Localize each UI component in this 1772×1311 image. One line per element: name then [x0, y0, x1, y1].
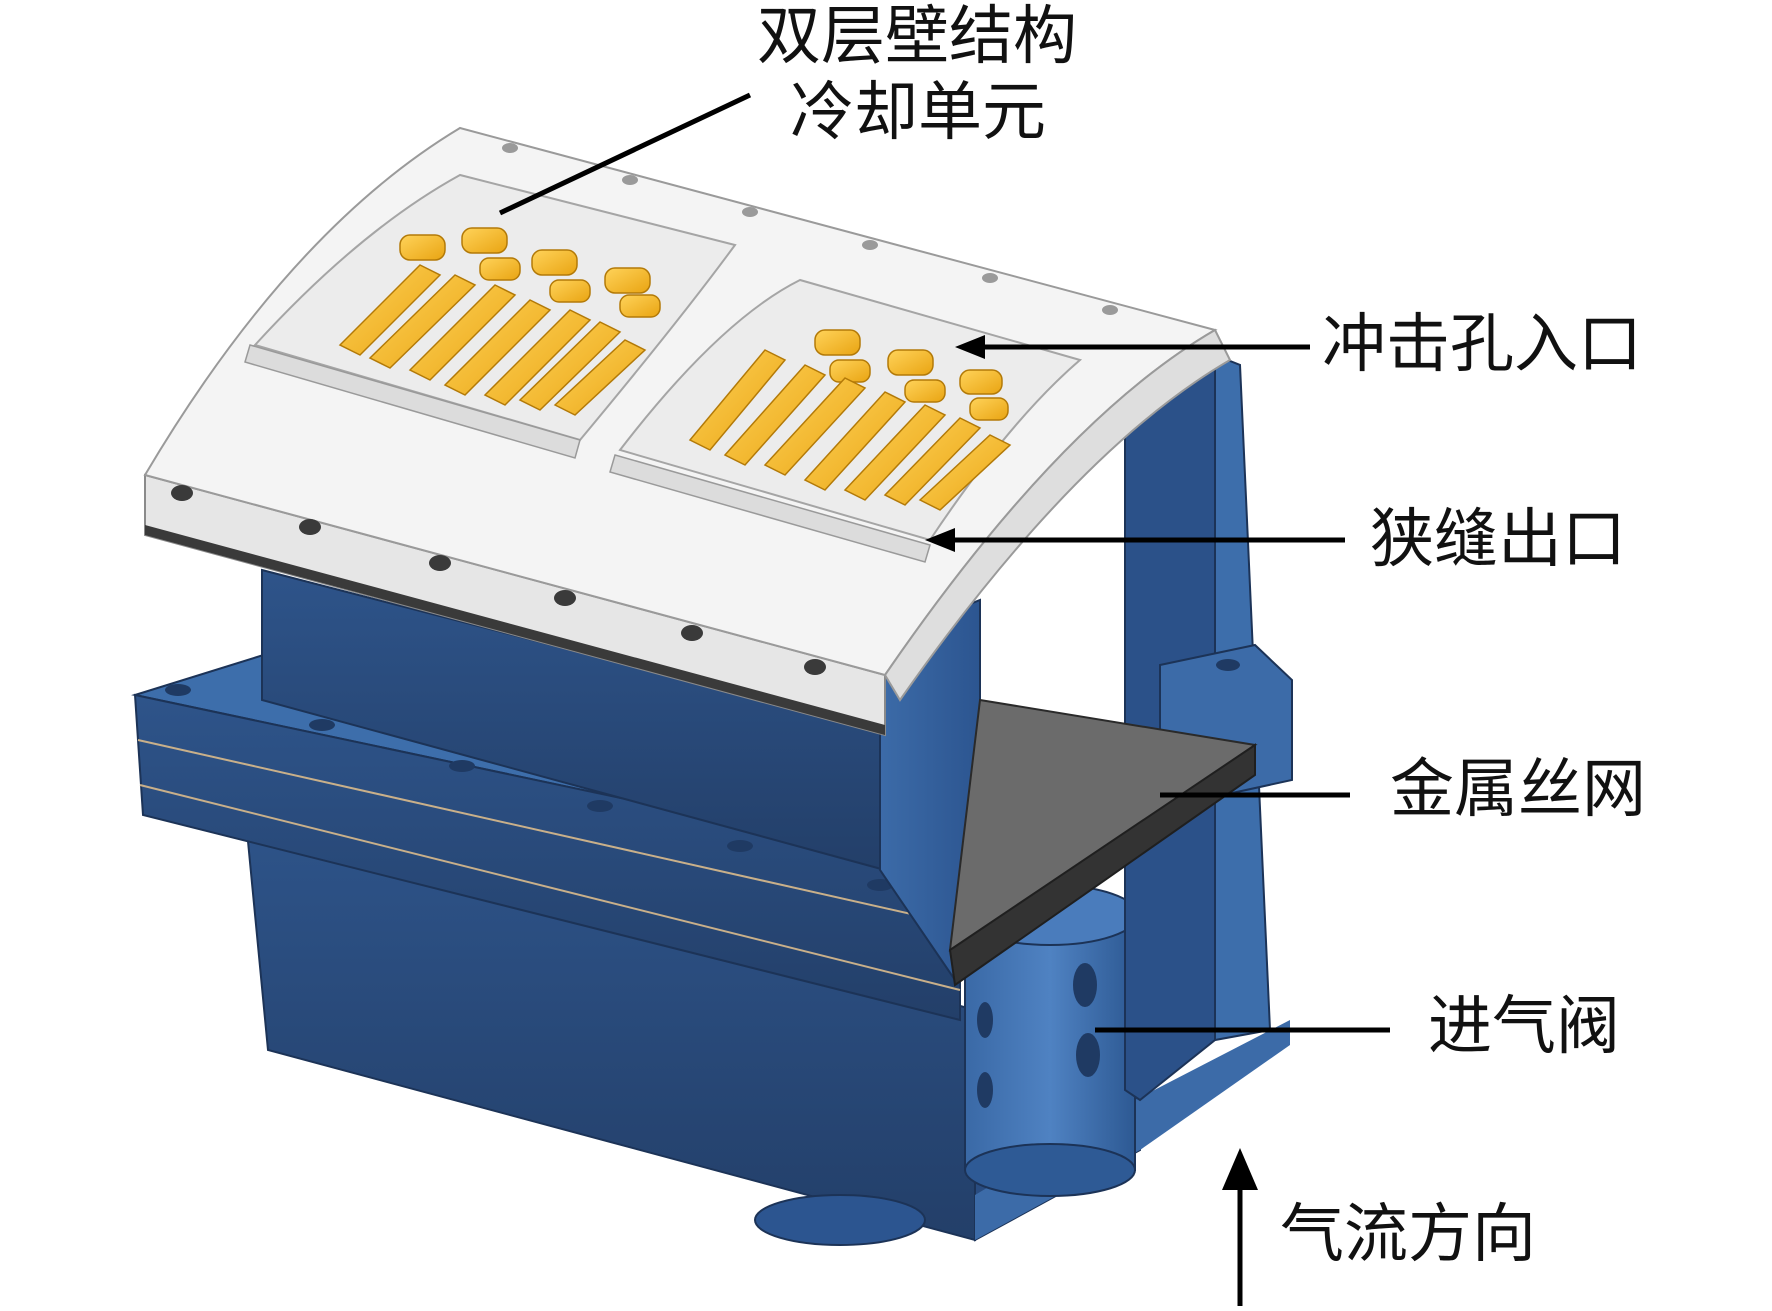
label-inlet-valve: 进气阀 — [1428, 990, 1620, 1064]
label-impingement-inlet: 冲击孔入口 — [1322, 308, 1642, 382]
cooling-fins-right — [688, 329, 1012, 511]
arrow-heads — [925, 335, 1258, 1190]
wire-mesh-plate — [948, 698, 1258, 987]
leader-cooling-unit — [498, 92, 752, 216]
label-cooling-unit-line1: 双层壁结构 — [757, 0, 1077, 74]
upper-chamber — [261, 568, 981, 982]
leader-lines — [498, 92, 1390, 1306]
cooling-fins-left — [338, 227, 661, 416]
arrowhead-slot-outlet — [925, 528, 955, 552]
label-cooling-unit-line2: 冷却单元 — [790, 76, 1046, 150]
label-airflow-direction: 气流方向 — [1280, 1198, 1536, 1272]
arrowhead-impingement-inlet — [955, 335, 985, 359]
label-slot-outlet: 狭缝出口 — [1370, 503, 1626, 577]
airflow-arrowhead — [1222, 1148, 1258, 1190]
label-wire-mesh: 金属丝网 — [1390, 753, 1646, 827]
